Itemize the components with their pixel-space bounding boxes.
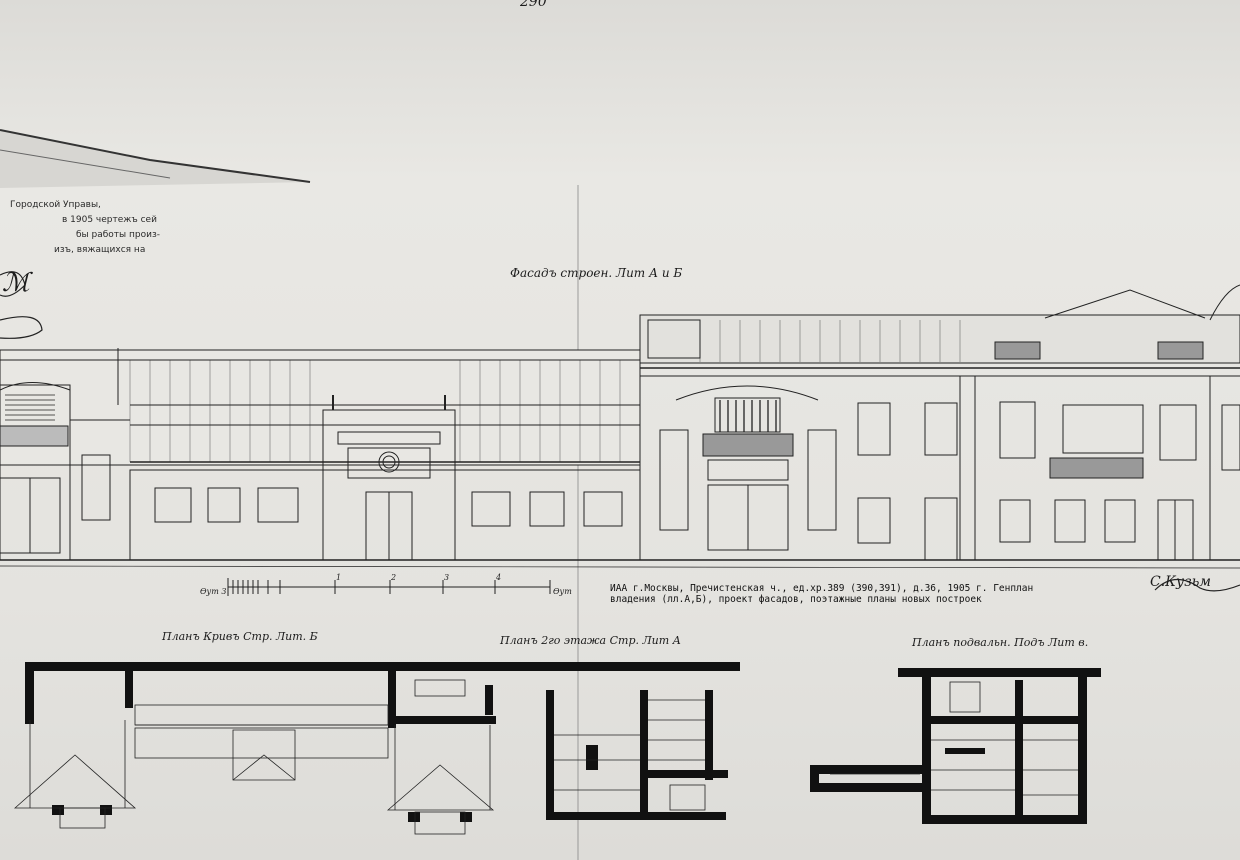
- torn-paper-strip: [0, 129, 311, 188]
- archive-caption: ИАА г.Москвы, Пречистенская ч., ед.хр.38…: [610, 583, 1034, 605]
- corner-note: Городской Управы, в 1905 чертежъ сей бы …: [4, 198, 160, 258]
- scale-label-right: Ѳут: [553, 587, 572, 596]
- signature-right: С.Кузьм: [1150, 574, 1211, 590]
- scale-label-left: Ѳут 3: [200, 587, 227, 596]
- scale-tick-label: 3: [444, 573, 450, 582]
- plan-title-middle: Планъ 2го этажа Стр. Лит А: [500, 634, 682, 647]
- corner-note-line: в 1905 чертежъ сей: [62, 215, 157, 225]
- facade-elevation: [0, 284, 1240, 569]
- sheet-number: 290: [520, 0, 547, 10]
- signature-left: ℳ: [2, 268, 30, 298]
- scale-tick-label: 2: [391, 573, 397, 582]
- corner-note-line: бы работы произ-: [76, 230, 160, 240]
- scale-bar: [227, 578, 551, 596]
- signature-flourish-right: [1154, 578, 1240, 592]
- plan-title-left: Планъ Кривъ Стр. Лит. Б: [162, 630, 318, 643]
- plan-basement: [810, 668, 1101, 824]
- scale-tick-label: 1: [336, 573, 342, 582]
- corner-note-line: изъ, вяжащихся на: [54, 245, 146, 255]
- plan-title-right: Планъ подвальн. Подъ Лит в.: [912, 636, 1089, 649]
- scale-tick-label: 4: [496, 573, 502, 582]
- corner-note-line: Городской Управы,: [10, 200, 101, 210]
- facade-title: Фасадъ строен. Лит А и Б: [510, 266, 683, 280]
- plan-left: [13, 662, 740, 835]
- signature-flourish-left: [0, 271, 43, 339]
